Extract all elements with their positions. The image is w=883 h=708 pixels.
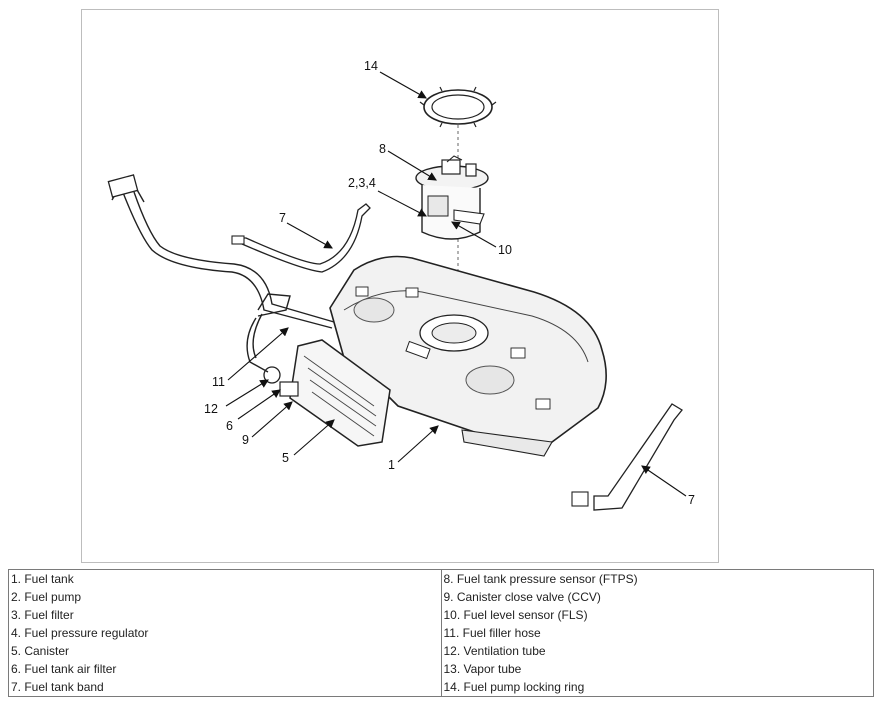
legend-item: 13. Vapor tube	[443, 662, 522, 676]
air-filter-and-valve-part	[263, 366, 299, 397]
fuel-tank-band-lower	[571, 403, 683, 511]
legend-item: 8. Fuel tank pressure sensor (FTPS)	[443, 572, 638, 586]
legend-item: 1. Fuel tank	[11, 572, 74, 586]
callout-11: 11	[212, 375, 225, 389]
callout-5: 5	[282, 451, 289, 465]
legend-item: 2. Fuel pump	[11, 590, 82, 604]
legend-item: 11. Fuel filler hose	[443, 626, 541, 640]
legend-column-left: 1. Fuel tank 2. Fuel pump 3. Fuel filter…	[8, 569, 442, 697]
fuel-tank-band-upper	[231, 203, 371, 273]
parts-legend-table: 1. Fuel tank 2. Fuel pump 3. Fuel filter…	[8, 569, 874, 697]
legend-item: 9. Canister close valve (CCV)	[443, 590, 601, 604]
legend-item: 14. Fuel pump locking ring	[443, 680, 585, 694]
filler-neck-part	[107, 174, 139, 198]
callout-7-lower: 7	[688, 493, 695, 507]
callout-10: 10	[498, 243, 512, 257]
legend-column-right: 8. Fuel tank pressure sensor (FTPS) 9. C…	[440, 569, 874, 697]
legend-item: 12. Ventilation tube	[443, 644, 546, 658]
canister-part	[289, 339, 391, 447]
fuel-system-diagram: 14 8 2,3,4 10 7 7 11 12 6 9 5 1	[107, 59, 695, 511]
callout-2-3-4: 2,3,4	[348, 176, 376, 190]
legend-item: 10. Fuel level sensor (FLS)	[443, 608, 588, 622]
callout-6: 6	[226, 419, 233, 433]
callout-leader-lines	[225, 71, 687, 497]
callout-14: 14	[364, 59, 378, 73]
callout-8: 8	[379, 142, 386, 156]
callout-12: 12	[204, 402, 218, 416]
filler-and-vent-hoses	[111, 185, 335, 373]
legend-item: 7. Fuel tank band	[11, 680, 104, 694]
fuel-pump-locking-ring-part	[419, 86, 497, 128]
legend-item: 5. Canister	[11, 644, 70, 658]
callout-7-upper: 7	[279, 211, 286, 225]
exploded-diagram-frame: 14 8 2,3,4 10 7 7 11 12 6 9 5 1	[81, 9, 719, 563]
callout-9: 9	[242, 433, 249, 447]
fuel-pump-module-part	[415, 155, 489, 240]
legend-item: 4. Fuel pressure regulator	[11, 626, 149, 640]
legend-item: 3. Fuel filter	[11, 608, 74, 622]
callout-1: 1	[388, 458, 395, 472]
legend-item: 6. Fuel tank air filter	[11, 662, 117, 676]
fuel-tank-part	[329, 255, 607, 457]
